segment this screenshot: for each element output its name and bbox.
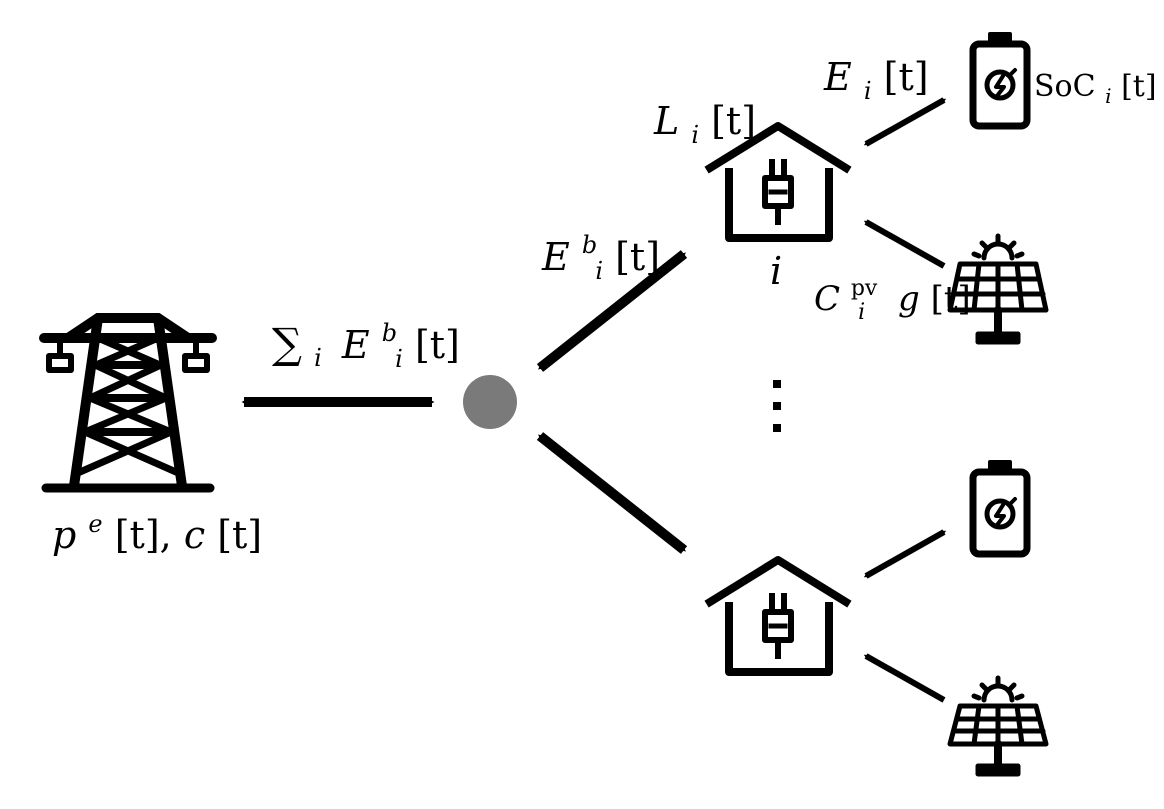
vertical-ellipsis xyxy=(773,380,781,432)
house-with-plug-icon xyxy=(704,556,852,676)
load-label: L i [t] xyxy=(653,99,756,152)
battery-icon xyxy=(969,32,1031,130)
soc-label: SoC i [t] xyxy=(1034,69,1157,111)
lower-house-exchange-arrow xyxy=(536,432,688,554)
pv-generation-label: C pv i g [t] xyxy=(814,264,971,328)
upper-battery-exchange-arrow xyxy=(863,97,947,147)
house-exchange-label: E b i [t] xyxy=(541,218,660,288)
upper-pv-arrow xyxy=(863,219,946,269)
lower-battery-exchange-arrow xyxy=(863,529,947,579)
house-index-label: i xyxy=(770,249,782,293)
house-with-plug-icon xyxy=(704,122,852,242)
solar-panel-icon xyxy=(947,675,1049,777)
lower-pv-arrow xyxy=(863,653,946,703)
solar-panel-icon xyxy=(947,233,1049,345)
bus-node xyxy=(463,375,517,429)
battery-icon xyxy=(969,460,1031,558)
battery-energy-label: E i [t] xyxy=(823,55,929,108)
upper-house-exchange-arrow xyxy=(536,250,688,372)
grid-price-label: p e [t], c [t] xyxy=(52,497,262,557)
total-exchange-label: ∑ i E b i [t] xyxy=(272,306,460,376)
transmission-tower-icon xyxy=(39,313,217,493)
